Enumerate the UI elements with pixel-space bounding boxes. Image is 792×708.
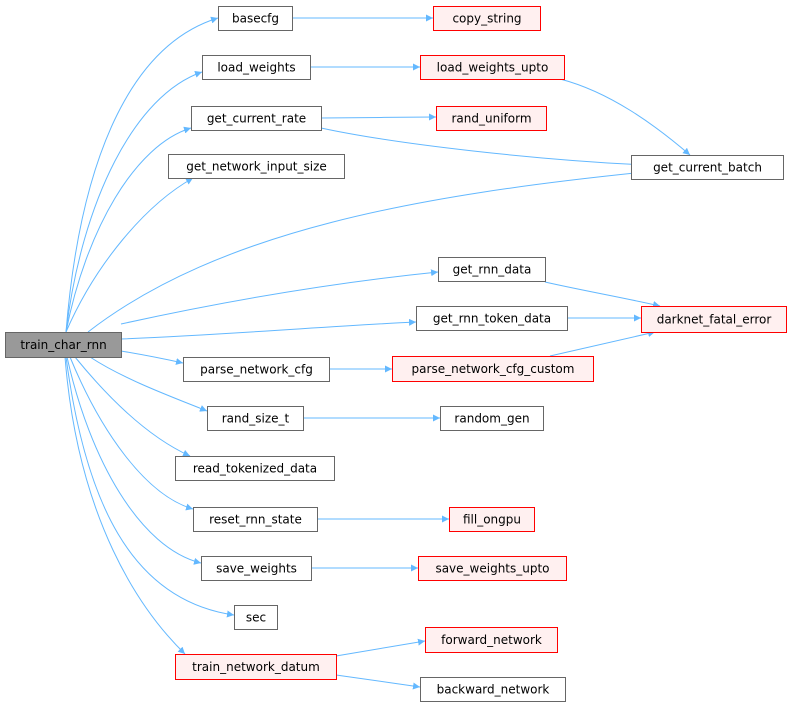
node-box [234, 605, 278, 630]
node-label: get_network_input_size [186, 160, 327, 174]
node-label: parse_network_cfg_custom [412, 362, 575, 376]
node-label: backward_network [437, 683, 550, 697]
node-label: load_weights_upto [437, 61, 549, 75]
node-label: get_rnn_data [453, 263, 532, 277]
node-box [438, 257, 546, 282]
node-get_rnn_token_data[interactable]: get_rnn_token_data [416, 306, 568, 331]
node-label: get_rnn_token_data [433, 312, 551, 326]
edge-train_char_rnn-to-train_network_datum [64, 356, 186, 655]
node-parse_network_cfg_custom[interactable]: parse_network_cfg_custom [392, 356, 594, 382]
node-get_current_rate[interactable]: get_current_rate [191, 106, 322, 131]
node-label: load_weights [217, 61, 295, 75]
node-box [418, 556, 567, 581]
node-save_weights[interactable]: save_weights [201, 556, 312, 581]
edge-train_char_rnn-to-get_network_input_size [65, 177, 194, 333]
edge-load_weights_upto-to-get_current_batch [559, 78, 691, 156]
node-rand_size_t[interactable]: rand_size_t [207, 406, 304, 431]
node-label: save_weights_upto [435, 562, 549, 576]
node-label: train_char_rnn [20, 338, 106, 352]
node-box [193, 507, 318, 532]
node-box [425, 627, 558, 653]
node-get_current_batch[interactable]: get_current_batch [631, 155, 784, 180]
edge-parse_network_cfg_custom-to-darknet_fatal_error [549, 330, 656, 357]
node-box [420, 677, 566, 702]
node-label: random_gen [454, 412, 529, 426]
node-label: basecfg [232, 12, 279, 26]
node-box [207, 406, 304, 431]
node-box [202, 55, 311, 80]
edge-train_char_rnn-to-rand_size_t [89, 356, 208, 412]
node-box [5, 332, 122, 358]
node-get_rnn_data[interactable]: get_rnn_data [438, 257, 546, 282]
edge-train_char_rnn-to-get_current_batch [87, 169, 646, 333]
node-box [201, 556, 312, 581]
node-box [449, 507, 535, 532]
node-label: copy_string [452, 12, 521, 26]
node-label: forward_network [441, 633, 542, 647]
node-label: darknet_fatal_error [657, 313, 772, 327]
node-box [175, 456, 335, 481]
node-random_gen[interactable]: random_gen [440, 406, 544, 431]
node-label: rand_size_t [222, 412, 290, 426]
node-label: read_tokenized_data [193, 462, 317, 476]
node-train_network_datum[interactable]: train_network_datum [175, 654, 337, 680]
node-copy_string[interactable]: copy_string [433, 6, 541, 31]
edge-get_current_rate-to-get_current_batch [320, 127, 646, 169]
edge-train_char_rnn-to-get_current_rate [65, 126, 192, 333]
edge-train_char_rnn-to-get_rnn_token_data [120, 318, 417, 340]
node-load_weights_upto[interactable]: load_weights_upto [420, 55, 565, 80]
edge-get_rnn_data-to-darknet_fatal_error [544, 281, 661, 308]
node-forward_network[interactable]: forward_network [425, 627, 558, 653]
node-box [420, 55, 565, 80]
node-box [436, 106, 547, 131]
edge-train_char_rnn-to-sec [65, 356, 235, 618]
edge-train_char_rnn-to-basecfg [65, 16, 219, 333]
node-box [631, 155, 784, 180]
node-box [433, 6, 541, 31]
edge-layer [64, 14, 691, 690]
node-label: get_current_batch [653, 161, 762, 175]
node-label: save_weights [216, 562, 297, 576]
node-box [641, 306, 787, 333]
edge-train_char_rnn-to-get_rnn_data [120, 269, 439, 325]
node-box [416, 306, 568, 331]
node-rand_uniform[interactable]: rand_uniform [436, 106, 547, 131]
node-read_tokenized_data[interactable]: read_tokenized_data [175, 456, 335, 481]
edge-get_current_rate-to-rand_uniform [320, 113, 437, 121]
node-reset_rnn_state[interactable]: reset_rnn_state [193, 507, 318, 532]
node-label: reset_rnn_state [209, 513, 302, 527]
node-train_char_rnn[interactable]: train_char_rnn [5, 332, 122, 358]
node-label: parse_network_cfg [200, 363, 313, 377]
edge-train_char_rnn-to-save_weights [66, 356, 202, 565]
node-save_weights_upto[interactable]: save_weights_upto [418, 556, 567, 581]
node-label: rand_uniform [451, 112, 531, 126]
node-box [183, 357, 330, 382]
node-darknet_fatal_error[interactable]: darknet_fatal_error [641, 306, 787, 333]
node-label: get_current_rate [207, 112, 306, 126]
node-box [191, 106, 322, 131]
node-box [218, 6, 293, 31]
node-parse_network_cfg[interactable]: parse_network_cfg [183, 357, 330, 382]
node-load_weights[interactable]: load_weights [202, 55, 311, 80]
edge-train_char_rnn-to-load_weights [65, 70, 203, 333]
node-box [392, 356, 594, 382]
edge-train_char_rnn-to-reset_rnn_state [69, 356, 194, 511]
node-get_network_input_size[interactable]: get_network_input_size [168, 154, 345, 179]
edge-train_network_datum-to-backward_network [335, 674, 421, 690]
node-box [440, 406, 544, 431]
edge-train_char_rnn-to-parse_network_cfg [120, 350, 184, 365]
node-sec[interactable]: sec [234, 605, 278, 630]
node-backward_network[interactable]: backward_network [420, 677, 566, 702]
node-label: fill_ongpu [463, 513, 521, 527]
edge-train_char_rnn-to-read_tokenized_data [74, 356, 191, 457]
node-box [175, 654, 337, 680]
edge-train_network_datum-to-forward_network [335, 638, 426, 657]
node-label: sec [246, 611, 266, 625]
node-fill_ongpu[interactable]: fill_ongpu [449, 507, 535, 532]
node-basecfg[interactable]: basecfg [218, 6, 293, 31]
node-box [168, 154, 345, 179]
node-label: train_network_datum [192, 660, 320, 674]
node-layer: train_char_rnn basecfg copy_string load_wei… [5, 6, 787, 702]
